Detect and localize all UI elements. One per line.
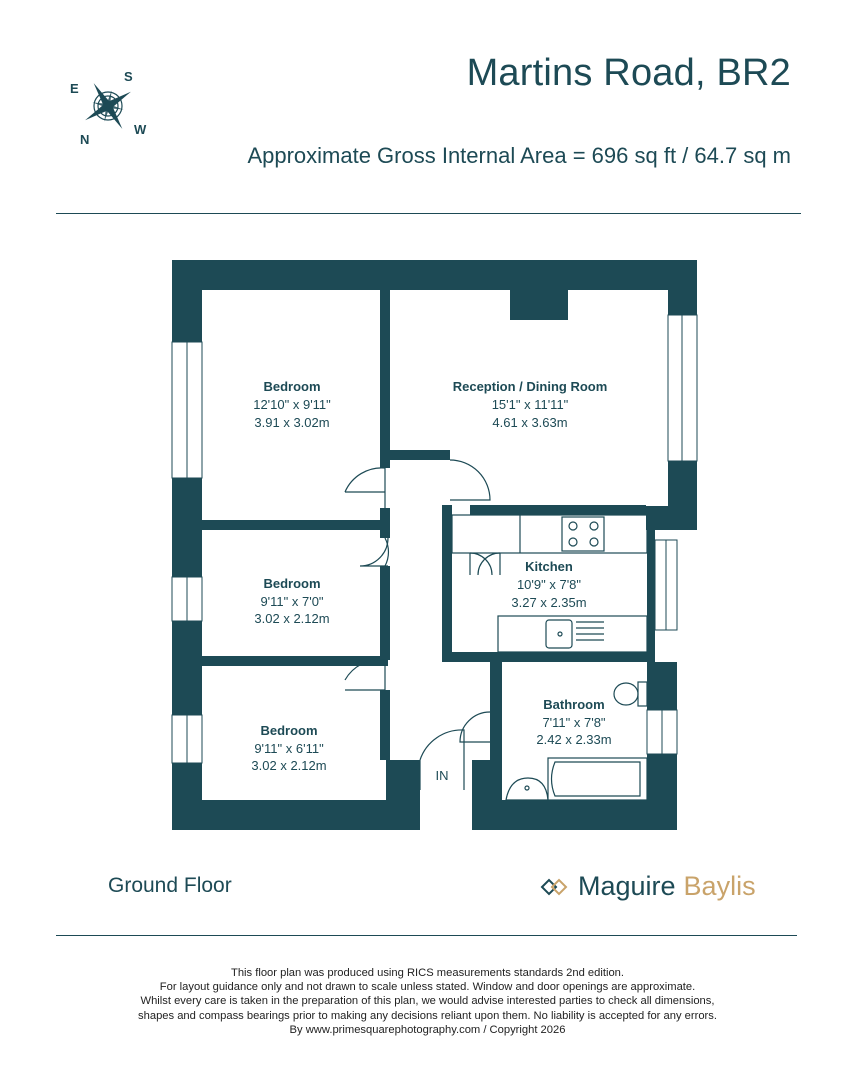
disclaimer-line: Whilst every care is taken in the prepar…: [140, 995, 715, 1008]
room-imperial-bedroom-1: 12'10" x 9'11": [253, 397, 331, 412]
window-glazing: [186, 315, 683, 763]
disclaimer: This floor plan was produced using RICS …: [0, 966, 855, 1037]
agency-logo: Maguire Baylis: [540, 871, 756, 902]
room-name-reception: Reception / Dining Room: [453, 379, 608, 394]
disclaimer-line: For layout guidance only and not drawn t…: [159, 981, 696, 994]
disclaimer-line: This floor plan was produced using RICS …: [230, 967, 624, 979]
compass-s: S: [124, 69, 133, 84]
room-metric-bathroom: 2.42 x 2.33m: [536, 732, 611, 747]
disclaimer-line: By www.primesquarephotography.com / Copy…: [289, 1023, 566, 1036]
diamond-heart-icon: [540, 878, 568, 895]
room-name-bedroom-3: Bedroom: [260, 723, 317, 738]
compass-w: W: [134, 122, 147, 137]
header-divider: [56, 213, 801, 214]
floor-plan: Bedroom 12'10" x 9'11" 3.91 x 3.02m Rece…: [171, 260, 698, 830]
room-metric-kitchen: 3.27 x 2.35m: [511, 595, 586, 610]
room-imperial-kitchen: 10'9" x 7'8": [517, 577, 581, 592]
logo-maguire: Maguire: [578, 871, 676, 901]
compass-n: N: [80, 132, 89, 147]
room-metric-bedroom-3: 3.02 x 2.12m: [251, 758, 326, 773]
entrance-label: IN: [436, 768, 449, 783]
room-name-bathroom: Bathroom: [543, 697, 604, 712]
compass-e: E: [70, 81, 79, 96]
gross-internal-area: Approximate Gross Internal Area = 696 sq…: [247, 143, 791, 168]
footer-divider: [56, 935, 797, 936]
kitchen-fittings: [451, 514, 648, 653]
floor-label: Ground Floor: [108, 874, 232, 897]
logo-baylis: Baylis: [683, 871, 756, 901]
windows: [171, 314, 698, 764]
room-metric-bedroom-2: 3.02 x 2.12m: [254, 611, 329, 626]
walls: [172, 260, 697, 830]
door-swings: [344, 459, 491, 790]
room-imperial-reception: 15'1" x 11'11": [492, 397, 569, 412]
room-imperial-bedroom-2: 9'11" x 7'0": [260, 594, 323, 609]
disclaimer-line: shapes and compass bearings prior to mak…: [138, 1009, 717, 1022]
room-imperial-bathroom: 7'11" x 7'8": [542, 715, 605, 730]
room-name-kitchen: Kitchen: [525, 559, 573, 574]
room-imperial-bedroom-3: 9'11" x 6'11": [254, 741, 324, 756]
room-name-bedroom-1: Bedroom: [263, 379, 320, 394]
bathroom-fittings: [505, 681, 648, 801]
room-metric-reception: 4.61 x 3.63m: [492, 415, 567, 430]
compass-icon: E S N W: [70, 69, 147, 147]
room-metric-bedroom-1: 3.91 x 3.02m: [254, 415, 329, 430]
page-title: Martins Road, BR2: [466, 52, 791, 94]
room-name-bedroom-2: Bedroom: [263, 576, 320, 591]
